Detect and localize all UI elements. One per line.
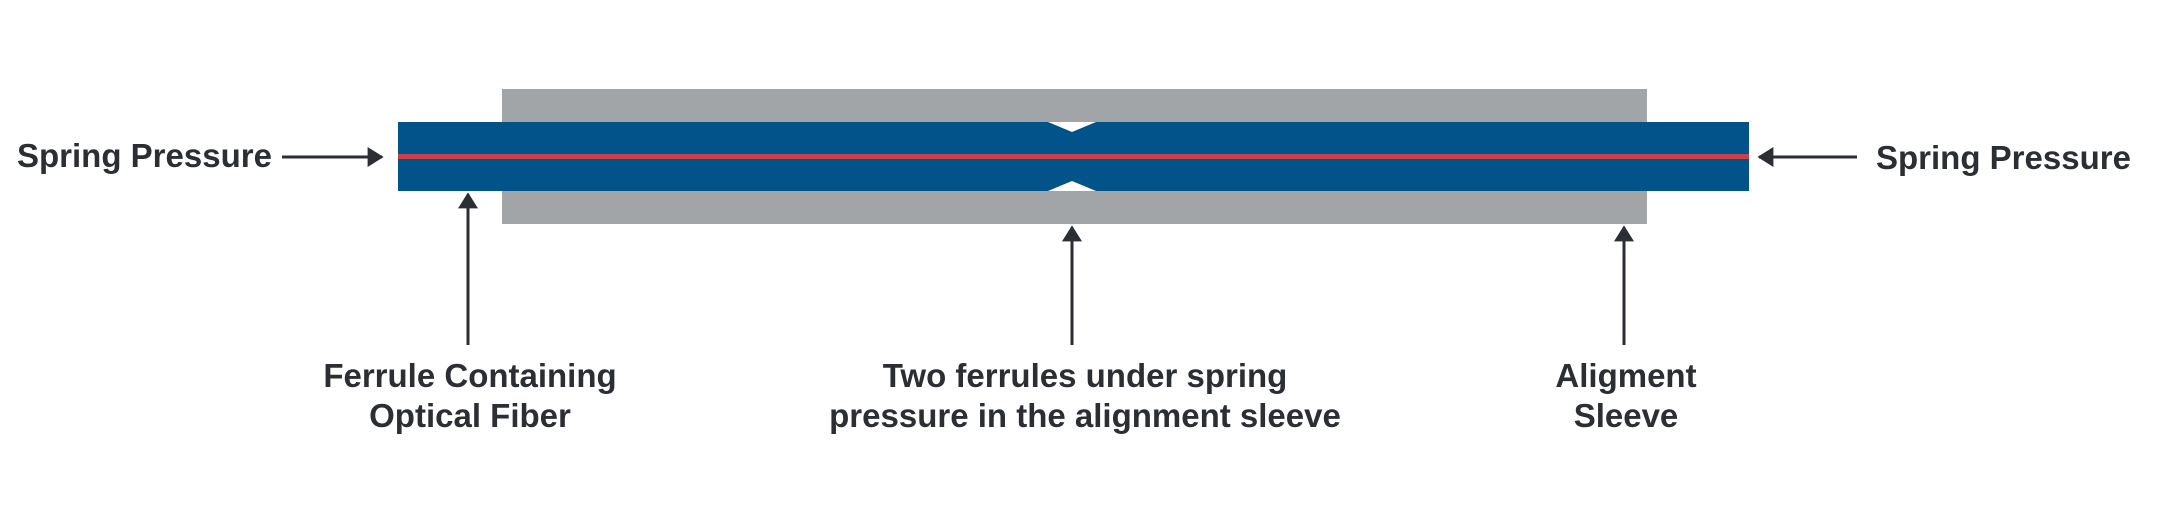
sleeve-label-line2: Sleeve <box>1573 397 1679 434</box>
gap-notch-top <box>1048 122 1096 132</box>
contact-label-line2: pressure in the alignment sleeve <box>829 397 1341 434</box>
spring-pressure-left-label: Spring Pressure <box>17 137 272 174</box>
sleeve-label-line1: Aligment <box>1555 357 1697 394</box>
optical-fiber <box>398 154 1749 159</box>
sleeve-label: Aligment Sleeve <box>1555 356 1696 436</box>
gap-notch-bottom <box>1048 181 1096 191</box>
ferrule-label-line2: Optical Fiber <box>369 397 571 434</box>
ferrule-label-line1: Ferrule Containing <box>323 357 617 394</box>
spring-pressure-right-label: Spring Pressure <box>1876 139 2131 176</box>
contact-label-line1: Two ferrules under spring <box>882 357 1288 394</box>
contact-label: Two ferrules under spring pressure in th… <box>829 356 1341 436</box>
ferrule-label: Ferrule Containing Optical Fiber <box>323 356 616 436</box>
